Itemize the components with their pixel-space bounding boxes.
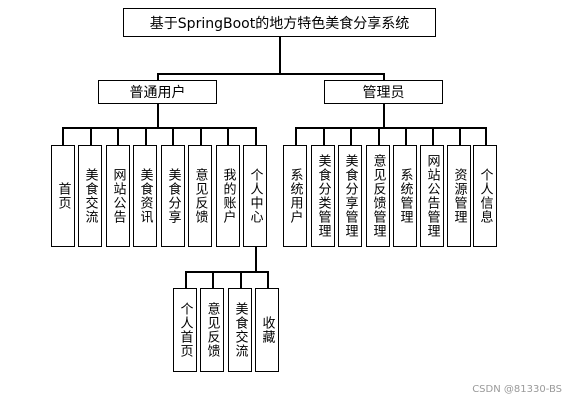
admin-module-sharing-mgmt: 美食分享管理 <box>338 145 362 247</box>
connector <box>378 127 380 145</box>
admin-module-personal-info: 个人信息 <box>473 145 497 247</box>
connector <box>432 127 434 145</box>
admin-module-system-mgmt: 系统管理 <box>393 145 417 247</box>
connector <box>227 127 229 145</box>
connector <box>295 127 485 129</box>
connector <box>383 104 385 127</box>
connector <box>323 127 325 145</box>
system-title-box: 基于SpringBoot的地方特色美食分享系统 <box>123 8 436 37</box>
connector <box>62 127 64 145</box>
connector <box>485 127 487 145</box>
connector <box>267 271 269 288</box>
connector <box>117 127 119 145</box>
admin-module-resource-mgmt: 资源管理 <box>447 145 471 247</box>
user-module-home: 首页 <box>51 145 75 247</box>
personal-module-feedback: 意见反馈 <box>200 288 224 372</box>
connector <box>350 127 352 145</box>
connector <box>459 127 461 145</box>
user-module-food-news: 美食资讯 <box>133 145 157 247</box>
personal-module-home: 个人首页 <box>173 288 197 372</box>
connector <box>90 127 92 145</box>
user-module-personal-center: 个人中心 <box>243 145 267 247</box>
user-module-feedback: 意见反馈 <box>188 145 212 247</box>
admin-module-category-mgmt: 美食分类管理 <box>311 145 335 247</box>
user-module-my-account: 我的账户 <box>216 145 240 247</box>
personal-module-food-exchange: 美食交流 <box>228 288 252 372</box>
personal-module-favorites: 收藏 <box>255 288 279 372</box>
connector <box>212 271 214 288</box>
admin-module-system-users: 系统用户 <box>283 145 307 247</box>
connector <box>157 73 384 75</box>
connector <box>255 127 257 145</box>
connector <box>62 127 255 129</box>
connector <box>185 271 267 273</box>
user-module-announcements: 网站公告 <box>106 145 130 247</box>
user-module-food-exchange: 美食交流 <box>78 145 102 247</box>
admin-role-box: 管理员 <box>324 80 443 104</box>
connector <box>240 271 242 288</box>
connector <box>255 247 257 271</box>
connector <box>200 127 202 145</box>
connector <box>145 127 147 145</box>
admin-module-announcement-mgmt: 网站公告管理 <box>420 145 444 247</box>
connector <box>279 37 281 73</box>
admin-module-feedback-mgmt: 意见反馈管理 <box>366 145 390 247</box>
connector <box>157 104 159 127</box>
watermark: CSDN @81330-BS <box>472 384 562 395</box>
user-role-box: 普通用户 <box>98 80 217 104</box>
connector <box>295 127 297 145</box>
user-module-food-sharing: 美食分享 <box>161 145 185 247</box>
connector <box>185 271 187 288</box>
connector <box>383 73 385 80</box>
connector <box>172 127 174 145</box>
connector <box>157 73 159 80</box>
connector <box>405 127 407 145</box>
